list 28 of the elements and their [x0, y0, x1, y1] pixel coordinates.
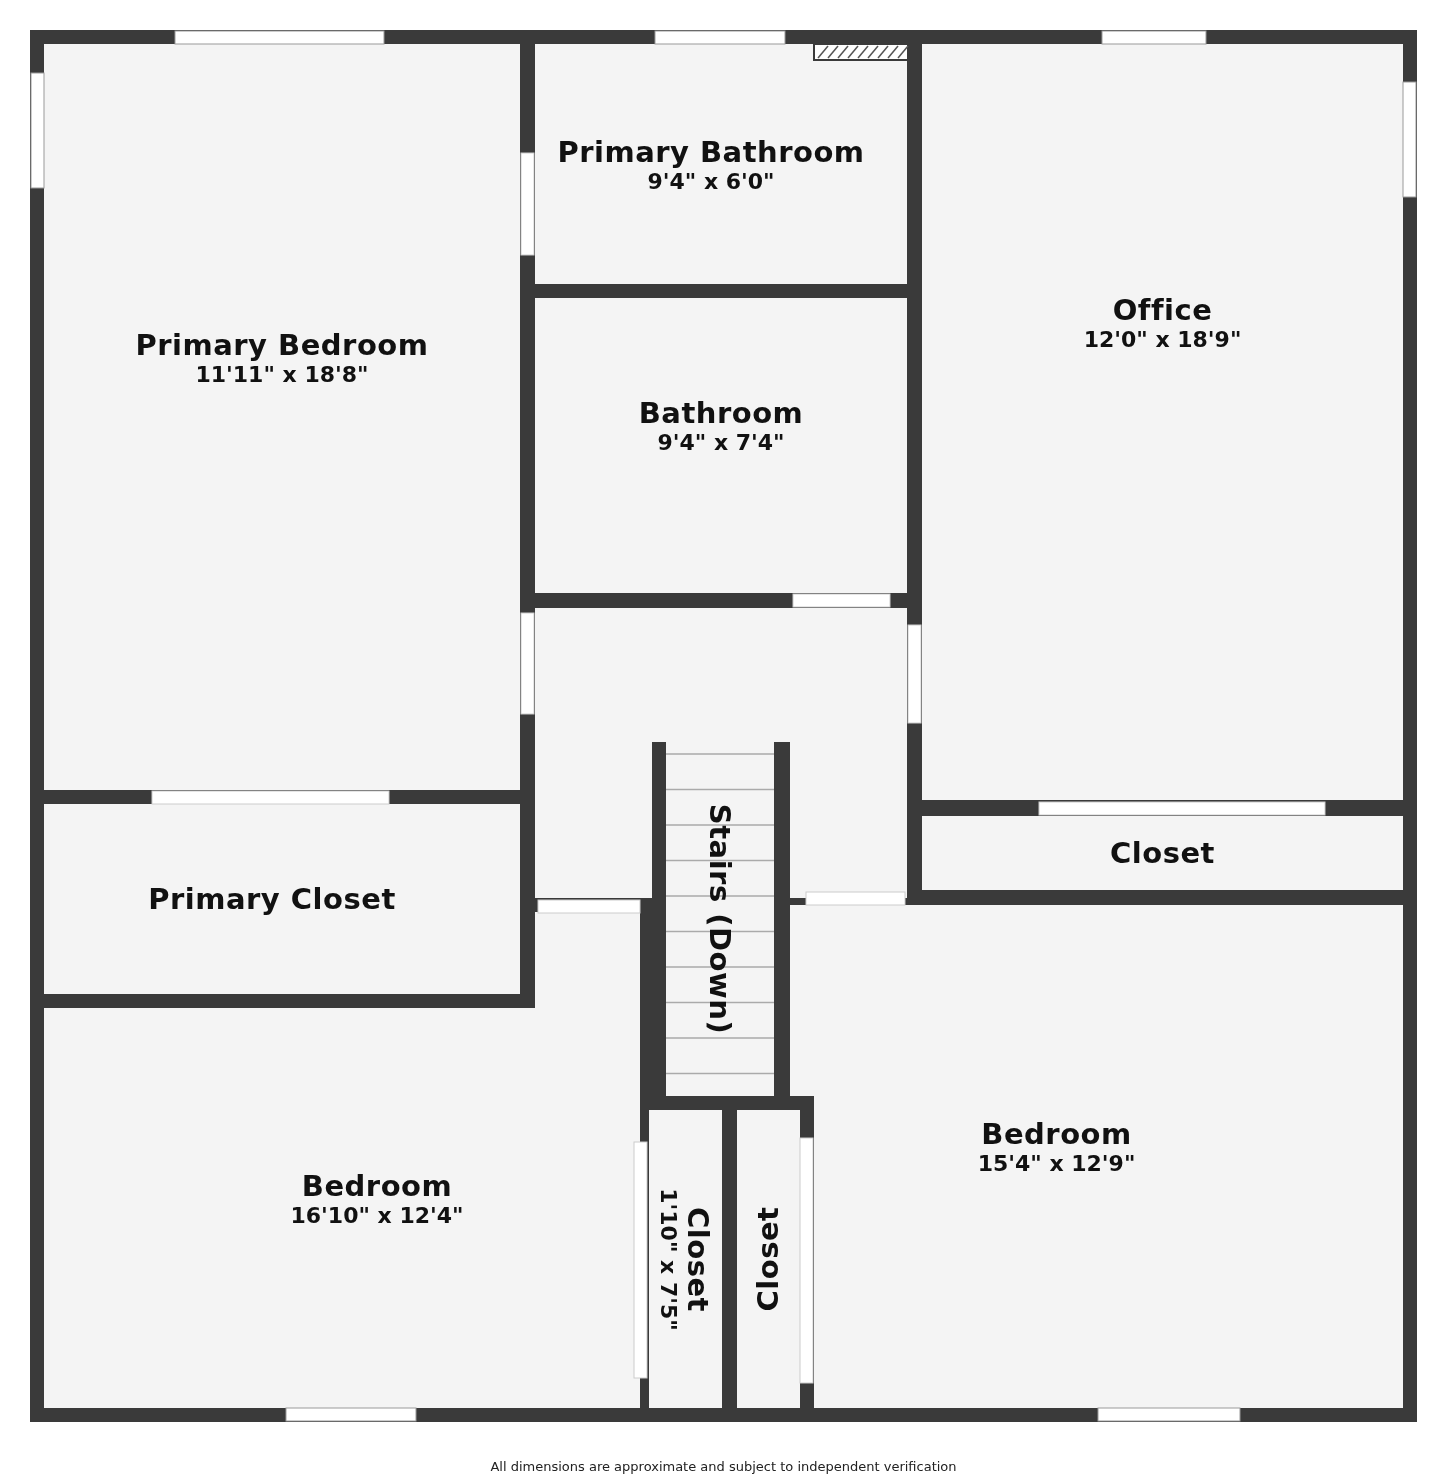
room-floor: [922, 44, 1403, 800]
room-floor: [44, 804, 520, 994]
room-name: Stairs (Down): [703, 803, 737, 1035]
room-name: Bedroom: [981, 1117, 1132, 1151]
room-name: Bathroom: [638, 396, 804, 430]
room-name: Office: [1112, 292, 1213, 327]
room-name: Primary Bathroom: [557, 134, 865, 169]
room-dimensions: 9'4" x 7'4": [657, 430, 785, 455]
room-name: Closet: [751, 1206, 786, 1312]
caption: All dimensions are approximate and subject to independent verification: [490, 1459, 957, 1474]
room-name: Primary Closet: [148, 882, 396, 916]
room-floor: [44, 44, 520, 790]
room-name: Primary Bedroom: [135, 327, 429, 362]
room-dimensions: 1'10" x 7'5": [656, 1187, 681, 1331]
room-floor: [737, 1110, 800, 1408]
room-floor: [649, 1110, 722, 1408]
room-floor: [535, 44, 907, 284]
room-dimensions: 15'4" x 12'9": [977, 1151, 1136, 1176]
room-dimensions: 9'4" x 6'0": [647, 168, 775, 194]
room-name: Closet: [681, 1206, 715, 1312]
room-name: Closet: [1110, 836, 1215, 870]
room-floor: [922, 816, 1403, 890]
room-dimensions: 12'0" x 18'9": [1083, 326, 1242, 352]
room-dimensions: 11'11" x 18'8": [195, 361, 369, 387]
room-dimensions: 16'10" x 12'4": [290, 1202, 464, 1228]
room-name: Bedroom: [301, 1168, 453, 1203]
room-floor: [790, 905, 1403, 1408]
room-floor: [535, 298, 907, 593]
